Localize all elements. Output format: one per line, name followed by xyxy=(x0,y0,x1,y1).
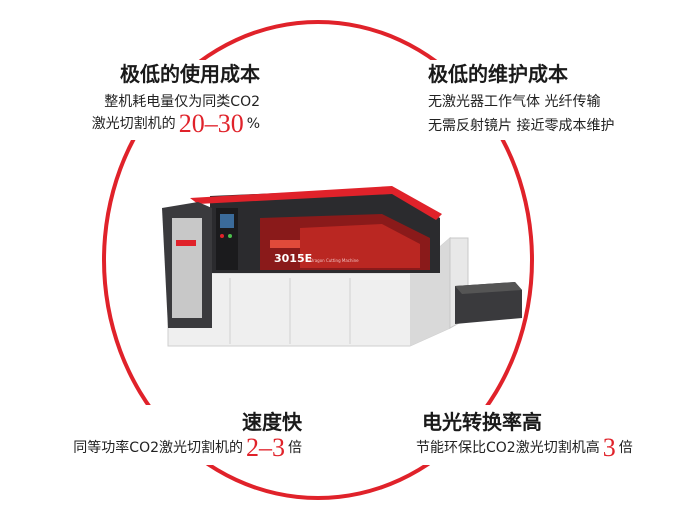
machine-red-trim xyxy=(190,186,442,220)
ring-gap-top-left xyxy=(96,60,266,140)
feature-title: 速度快 xyxy=(242,410,302,434)
feature-text: 同等功率CO2激光切割机的 xyxy=(73,440,243,456)
feature-text: 倍 xyxy=(618,440,633,456)
feature-title: 极低的使用成本 xyxy=(120,62,260,86)
feature-text: 节能环保比CO2激光切割机高 xyxy=(416,440,600,456)
laser-cutting-machine-illustration: 3015E Dragon Cutting Machine xyxy=(162,186,522,347)
feature-highlight-number: 2–3 xyxy=(246,433,285,462)
feature-title: 电光转换率高 xyxy=(422,410,542,434)
ring-gap-top-right xyxy=(410,60,650,140)
feature-line: 无激光器工作气体 光纤传输 xyxy=(428,94,601,110)
feature-low-maintenance-cost: 极低的维护成本 无激光器工作气体 光纤传输 无需反射镜片 接近零成本维护 xyxy=(428,62,614,136)
feature-line: 无需反射镜片 接近零成本维护 xyxy=(428,118,615,134)
machine-model-label: 3015E xyxy=(274,252,312,265)
ring-gap-bottom-left xyxy=(100,405,310,465)
ring-gap-bottom-right xyxy=(405,405,665,465)
feature-highlight-number: 20–30 xyxy=(178,109,244,138)
feature-text: 激光切割机的 xyxy=(91,116,176,132)
decorative-ring xyxy=(102,20,534,500)
feature-text: % xyxy=(246,116,260,132)
feature-highlight-number: 3 xyxy=(602,433,616,462)
feature-text: 倍 xyxy=(288,440,302,456)
feature-line: 整机耗电量仅为同类CO2 xyxy=(104,94,260,110)
machine-subtitle: Dragon Cutting Machine xyxy=(310,258,359,263)
feature-title: 极低的维护成本 xyxy=(428,62,568,86)
